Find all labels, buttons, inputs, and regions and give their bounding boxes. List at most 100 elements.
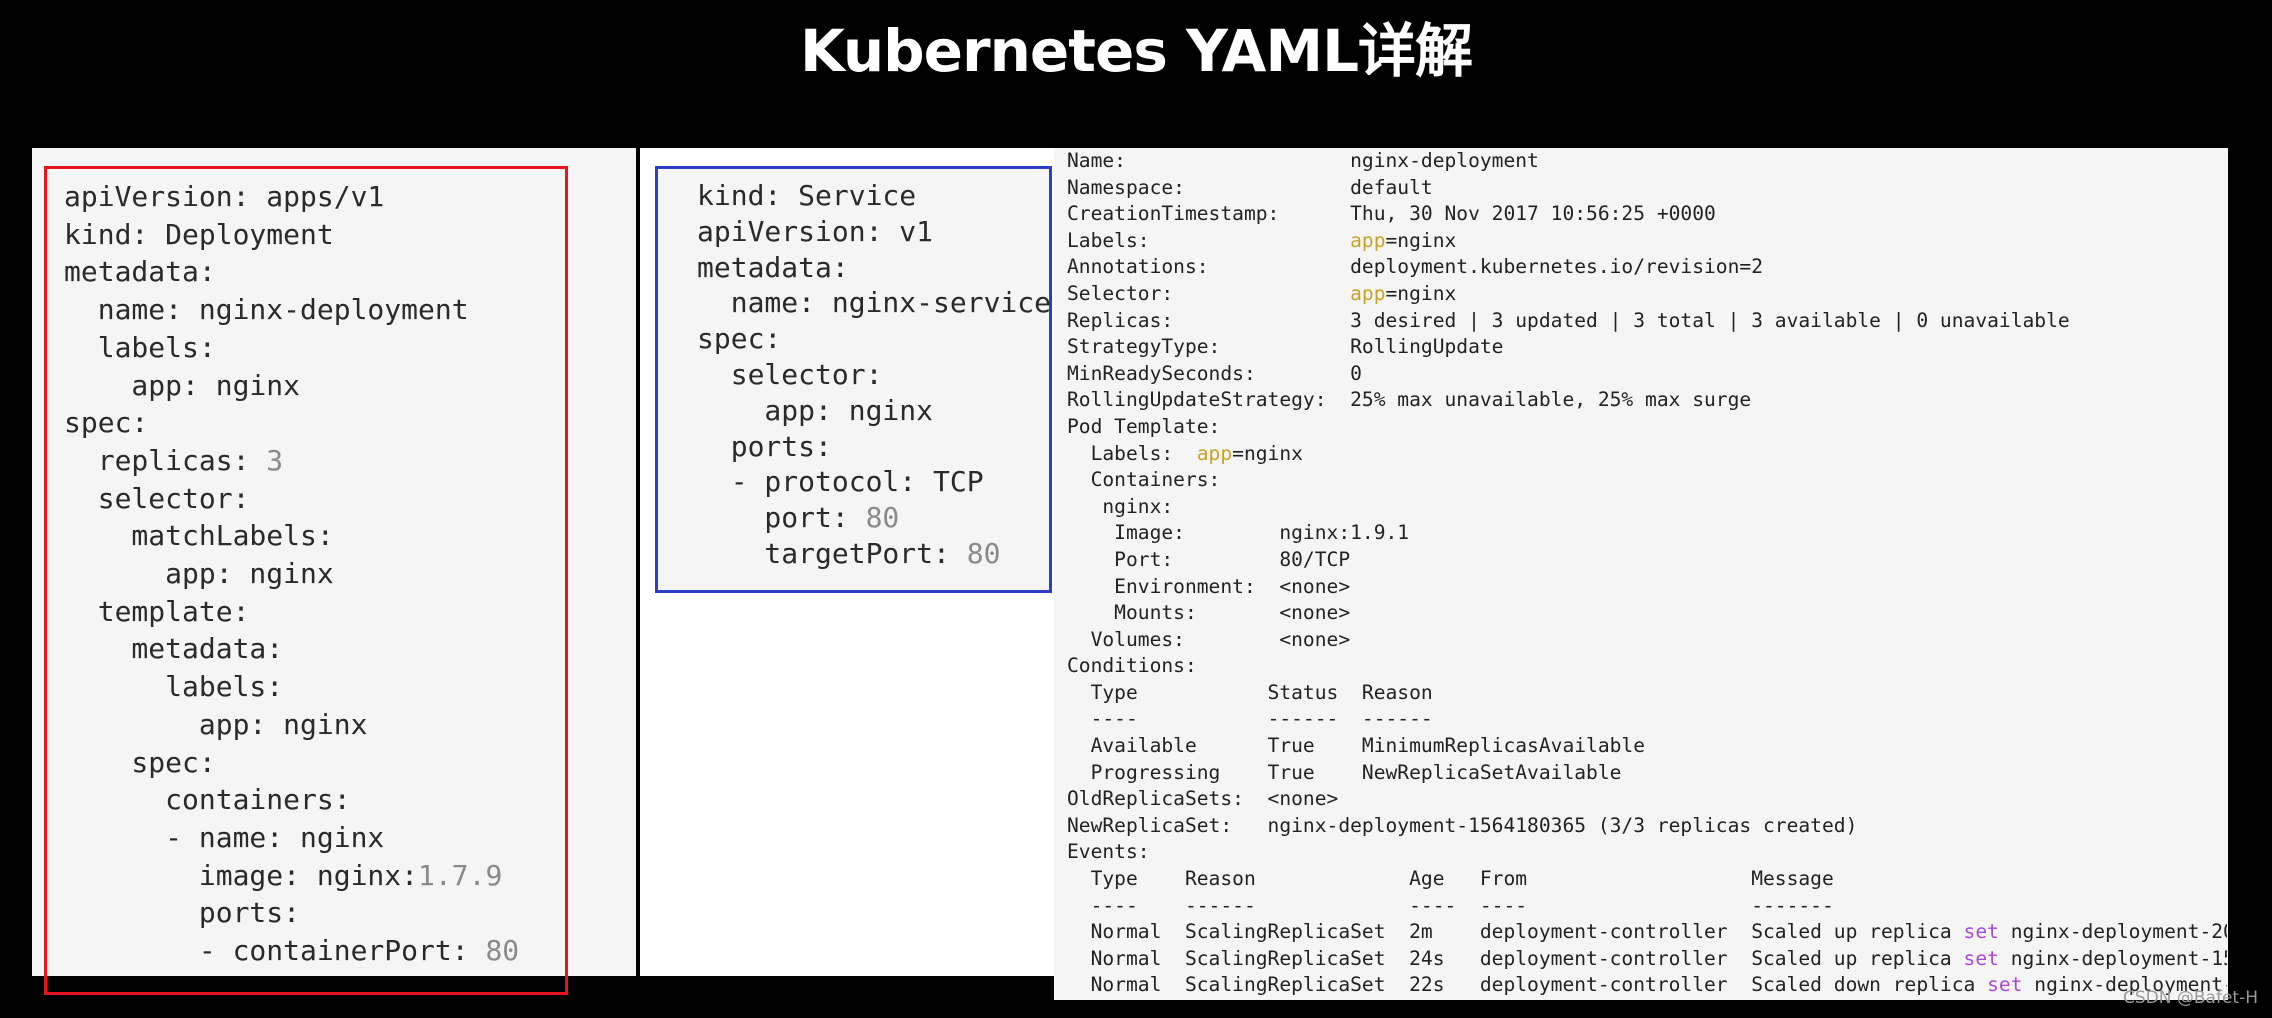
describe-segment: app	[1350, 228, 1386, 252]
service-yaml-line: metadata:	[697, 250, 1051, 286]
deployment-yaml-line: kind: Deployment	[64, 216, 519, 254]
describe-line: Mounts: <none>	[1067, 600, 2227, 627]
yaml-text: - protocol: TCP	[697, 465, 984, 499]
describe-segment: Normal ScalingReplicaSet 22s deployment-…	[1067, 973, 1988, 997]
describe-segment: ---- ------ ---- ---- -------	[1067, 893, 1834, 917]
deployment-panel	[32, 148, 636, 976]
yaml-text: ports:	[697, 429, 832, 463]
deployment-yaml-line: - name: nginx	[64, 819, 519, 857]
describe-segment: =nginx	[1385, 228, 1457, 252]
describe-segment: Conditions:	[1067, 654, 1197, 678]
describe-line: MinReadySeconds: 0	[1067, 361, 2227, 388]
yaml-number: 80	[865, 501, 900, 535]
deployment-yaml-line: spec:	[64, 404, 519, 442]
service-yaml-line: apiVersion: v1	[697, 214, 1051, 250]
yaml-number: 80	[966, 536, 1001, 570]
describe-segment: Selector:	[1067, 281, 1351, 305]
yaml-text: template:	[64, 594, 250, 628]
describe-segment: Environment: <none>	[1067, 574, 1351, 598]
yaml-text: metadata:	[64, 255, 216, 289]
describe-line: Volumes: <none>	[1067, 627, 2227, 654]
describe-segment: Name: nginx-deployment	[1067, 149, 1539, 172]
describe-segment: OldReplicaSets: <none>	[1067, 787, 1339, 811]
yaml-text: selector:	[64, 481, 250, 515]
describe-line: Annotations: deployment.kubernetes.io/re…	[1067, 254, 2227, 281]
describe-line: Normal ScalingReplicaSet 24s deployment-…	[1067, 946, 2227, 973]
describe-line: Replicas: 3 desired | 3 updated | 3 tota…	[1067, 308, 2227, 335]
describe-segment: Progressing True NewReplicaSetAvailable	[1067, 760, 1622, 784]
deployment-yaml-line: template:	[64, 593, 519, 631]
yaml-text: name: nginx-deployment	[64, 293, 469, 327]
describe-line: Namespace: default	[1067, 175, 2227, 202]
yaml-text: - containerPort:	[64, 934, 486, 968]
describe-line: RollingUpdateStrategy: 25% max unavailab…	[1067, 387, 2227, 414]
describe-segment: ---- ------ ------	[1067, 707, 1433, 731]
describe-line: Labels: app=nginx	[1067, 228, 2227, 255]
describe-segment: Volumes: <none>	[1067, 627, 1351, 651]
yaml-text: app: nginx	[64, 707, 368, 741]
yaml-number: 3	[266, 443, 284, 477]
describe-line: ---- ------ ---- ---- -------	[1067, 893, 2227, 920]
yaml-text: apiVersion: apps/v1	[64, 180, 385, 213]
describe-line: Pod Template:	[1067, 414, 2227, 441]
describe-line: NewReplicaSet: nginx-deployment-15641803…	[1067, 813, 2227, 840]
yaml-text: labels:	[64, 670, 284, 704]
describe-line: Normal ScalingReplicaSet 22s deployment-…	[1067, 972, 2227, 999]
yaml-text: kind: Deployment	[64, 217, 334, 251]
describe-segment: Labels:	[1067, 441, 1197, 465]
yaml-number: 80	[485, 934, 520, 968]
describe-panel	[1054, 148, 2228, 1000]
yaml-text: spec:	[64, 745, 216, 779]
deployment-yaml-line: containers:	[64, 781, 519, 819]
deployment-yaml-line: name: nginx-deployment	[64, 291, 519, 329]
describe-segment: =nginx	[1232, 441, 1303, 465]
describe-line: Port: 80/TCP	[1067, 547, 2227, 574]
yaml-text: containers:	[64, 783, 351, 817]
yaml-text: metadata:	[64, 632, 284, 666]
yaml-text: apiVersion: v1	[697, 214, 934, 248]
describe-segment: Mounts: <none>	[1067, 601, 1351, 625]
describe-line: CreationTimestamp: Thu, 30 Nov 2017 10:5…	[1067, 201, 2227, 228]
describe-line: Progressing True NewReplicaSetAvailable	[1067, 760, 2227, 787]
deployment-yaml-line: labels:	[64, 329, 519, 367]
describe-segment: nginx-deployment-1564180365 to 1	[2010, 946, 2227, 970]
describe-segment: Replicas: 3 desired | 3 updated | 3 tota…	[1067, 308, 2070, 332]
deployment-yaml-line: selector:	[64, 480, 519, 518]
service-yaml-line: targetPort: 80	[697, 536, 1051, 572]
deployment-yaml-line: metadata:	[64, 630, 519, 668]
describe-segment: app	[1350, 281, 1386, 305]
describe-line: Conditions:	[1067, 653, 2227, 680]
describe-segment: Pod Template:	[1067, 414, 1221, 438]
describe-segment: Type Reason Age From Message	[1067, 867, 1834, 891]
describe-line: OldReplicaSets: <none>	[1067, 786, 2227, 813]
deployment-yaml-line: apiVersion: apps/v1	[64, 178, 519, 216]
describe-segment: set	[1987, 973, 2023, 997]
service-yaml-line: selector:	[697, 357, 1051, 393]
describe-segment: nginx-deployment-2035384211 to 3	[2010, 920, 2227, 944]
yaml-number: 1.7.9	[418, 858, 503, 892]
yaml-text: spec:	[64, 406, 149, 440]
describe-line: Image: nginx:1.9.1	[1067, 520, 2227, 547]
yaml-text: selector:	[697, 357, 883, 391]
describe-segment: set	[1963, 946, 1999, 970]
service-highlight-box	[655, 166, 1052, 593]
watermark: CSDN @Bafet-H	[2123, 988, 2258, 1008]
deployment-yaml-line: app: nginx	[64, 555, 519, 593]
yaml-text: metadata:	[697, 250, 849, 284]
service-yaml-line: - protocol: TCP	[697, 464, 1051, 500]
describe-line: Containers:	[1067, 467, 2227, 494]
describe-line: Environment: <none>	[1067, 574, 2227, 601]
describe-segment: Labels:	[1067, 228, 1351, 252]
deployment-yaml-line: ports:	[64, 894, 519, 932]
service-yaml-line: name: nginx-service	[697, 285, 1051, 321]
describe-segment: Port: 80/TCP	[1067, 547, 1351, 571]
deployment-yaml-line: matchLabels:	[64, 517, 519, 555]
describe-line: StrategyType: RollingUpdate	[1067, 334, 2227, 361]
describe-line: ---- ------ ------	[1067, 706, 2227, 733]
service-yaml-line: port: 80	[697, 500, 1051, 536]
yaml-text: ports:	[64, 896, 301, 930]
describe-segment: set	[1963, 920, 1999, 944]
describe-segment: Normal ScalingReplicaSet 24s deployment-…	[1067, 946, 1964, 970]
